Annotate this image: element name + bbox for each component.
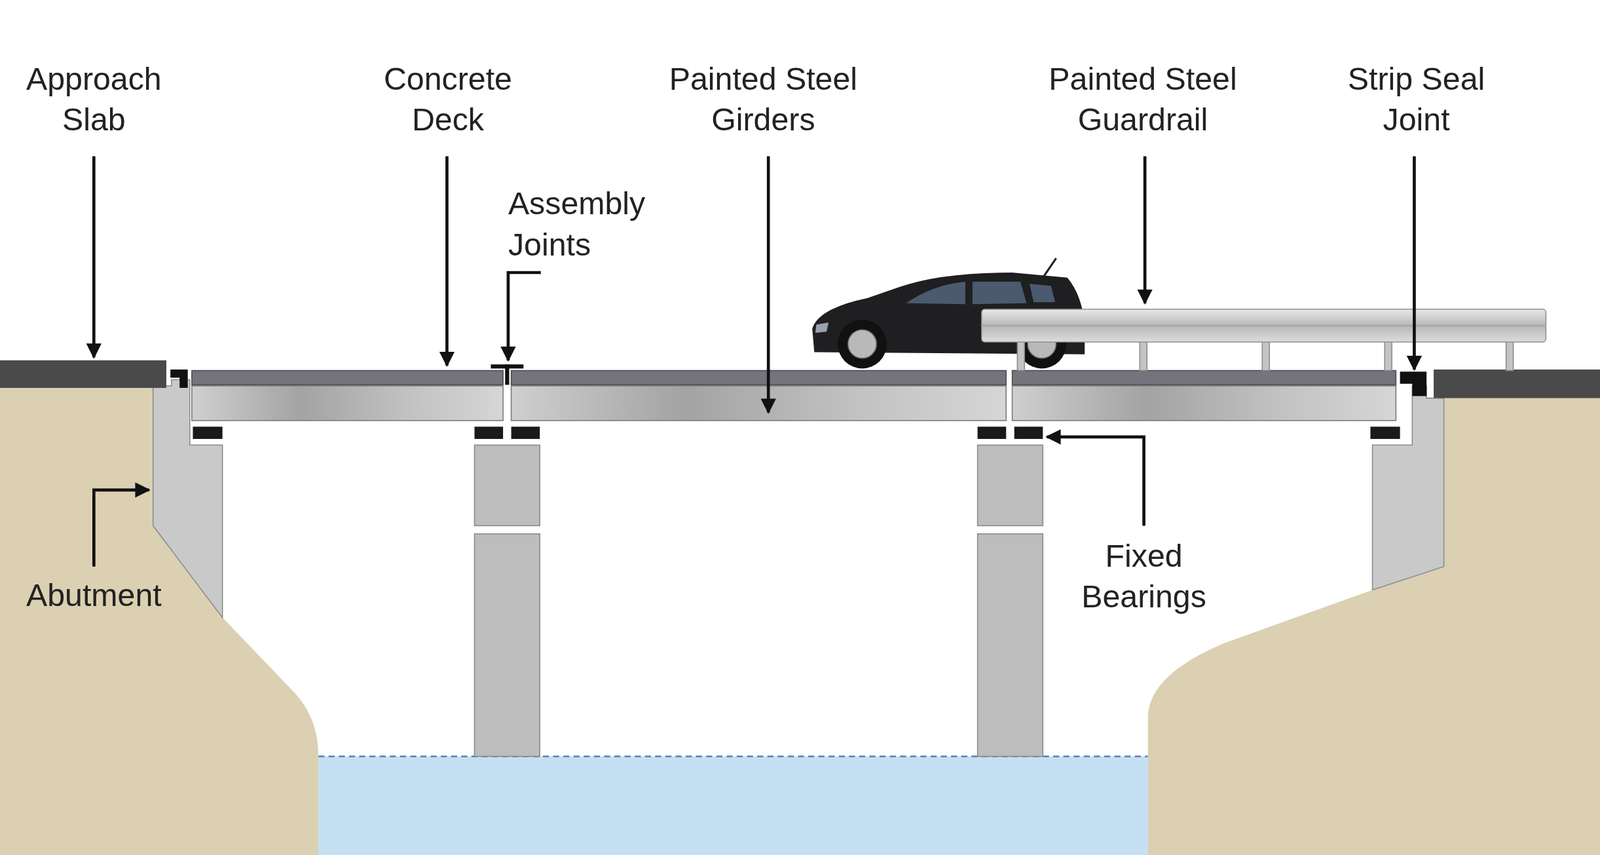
strip-seal-joint (1400, 371, 1428, 396)
part-label: Painted Steel Girders (635, 58, 892, 141)
fixed-bearings (192, 426, 1400, 439)
part-label: Strip Seal Joint (1324, 58, 1508, 141)
part-label: Abutment (0, 575, 196, 617)
concrete-deck (191, 370, 1396, 386)
piers (474, 444, 1043, 756)
part-label: Assembly Joints (508, 183, 703, 266)
part-label: Concrete Deck (361, 58, 536, 141)
assembly-joint (490, 364, 524, 385)
guardrail (981, 309, 1547, 371)
steel-girders (191, 385, 1396, 421)
strip-seal-joint (170, 369, 188, 388)
water (318, 756, 1149, 855)
leader-arrows (93, 155, 1414, 566)
approach-slab (1433, 369, 1600, 399)
part-label: Approach Slab (7, 58, 181, 141)
approach-slab (0, 360, 167, 388)
part-label: Painted Steel Guardrail (1015, 58, 1271, 141)
part-label: Fixed Bearings (1051, 535, 1236, 618)
